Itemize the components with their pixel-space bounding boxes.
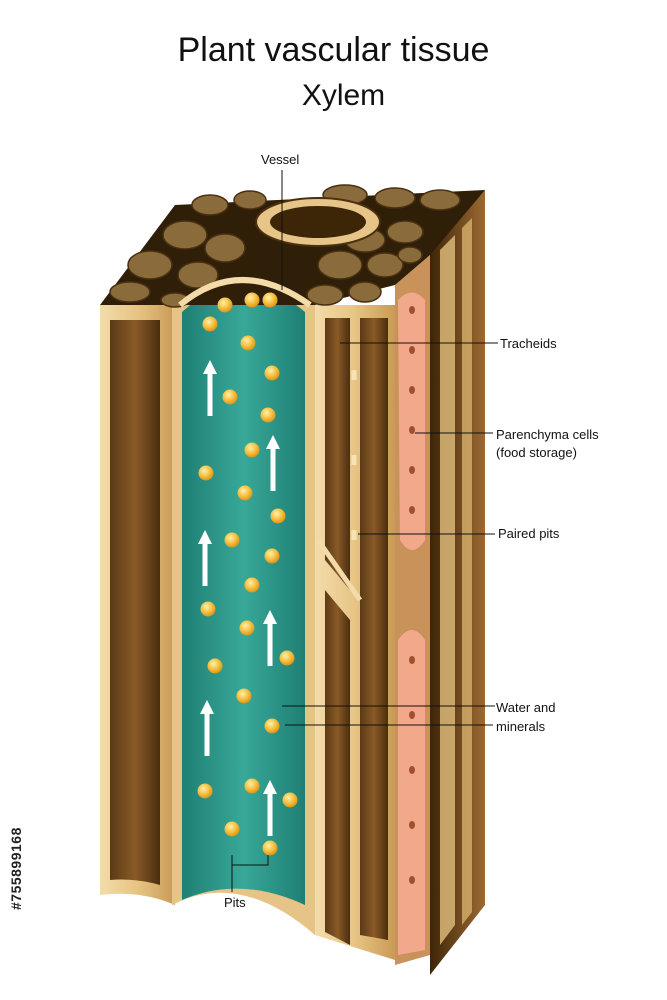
- mineral-particle: [240, 335, 256, 351]
- mineral-particle: [270, 508, 286, 524]
- mineral-particle: [198, 465, 214, 481]
- mineral-particle: [262, 292, 278, 308]
- flow-arrow-icon: [198, 530, 212, 586]
- flow-arrow-icon: [266, 435, 280, 491]
- right-side-face: [430, 190, 485, 975]
- label-water-line2: minerals: [496, 719, 546, 734]
- mineral-particle: [244, 292, 260, 308]
- mineral-particle: [282, 792, 298, 808]
- flow-arrow-icon: [263, 780, 277, 836]
- mineral-particle: [236, 688, 252, 704]
- mineral-particle: [262, 840, 278, 856]
- parenchyma-nucleus: [409, 466, 415, 474]
- diagram-title: Plant vascular tissue: [177, 31, 490, 69]
- mineral-particle: [224, 821, 240, 837]
- mineral-particle: [207, 658, 223, 674]
- top-cells: [109, 184, 461, 308]
- flow-arrow-icon: [203, 360, 217, 416]
- label-paired-pits: Paired pits: [498, 526, 560, 541]
- mineral-particle: [244, 778, 260, 794]
- parenchyma-nucleus: [409, 711, 415, 719]
- mineral-particle: [244, 577, 260, 593]
- mineral-particle: [200, 601, 216, 617]
- flow-arrow-icon: [200, 700, 214, 756]
- mineral-particle: [222, 389, 238, 405]
- label-pits: Pits: [224, 895, 246, 910]
- mineral-particle: [202, 316, 218, 332]
- label-parenchyma-line1: Parenchyma cells: [496, 427, 599, 442]
- mineral-particle: [279, 650, 295, 666]
- parenchyma-nucleus: [409, 876, 415, 884]
- leader-lines: [231, 170, 498, 892]
- mineral-particle: [244, 442, 260, 458]
- label-tracheids: Tracheids: [500, 336, 557, 351]
- mineral-particle: [264, 718, 280, 734]
- stock-id-watermark: #755899168: [8, 827, 24, 910]
- parenchyma-nucleus: [409, 386, 415, 394]
- mineral-particle: [217, 297, 233, 313]
- parenchyma-nucleus: [409, 656, 415, 664]
- label-water-line1: Water and: [496, 700, 556, 715]
- flow-marks: [197, 292, 415, 884]
- label-parenchyma-line2: (food storage): [496, 445, 577, 460]
- parenchyma-nucleus: [409, 346, 415, 354]
- mineral-particle: [239, 620, 255, 636]
- mineral-particle: [224, 532, 240, 548]
- mineral-particle: [197, 783, 213, 799]
- parenchyma-nucleus: [409, 306, 415, 314]
- mineral-particle: [264, 548, 280, 564]
- mineral-particle: [260, 407, 276, 423]
- flow-arrow-icon: [263, 610, 277, 666]
- diagram-subtitle: Xylem: [301, 79, 386, 112]
- mineral-particle: [237, 485, 253, 501]
- parenchyma-nucleus: [409, 506, 415, 514]
- parenchyma-nucleus: [409, 821, 415, 829]
- parenchyma-nucleus: [409, 766, 415, 774]
- mineral-particle: [264, 365, 280, 381]
- label-vessel: Vessel: [261, 152, 300, 167]
- parenchyma-nucleus: [409, 426, 415, 434]
